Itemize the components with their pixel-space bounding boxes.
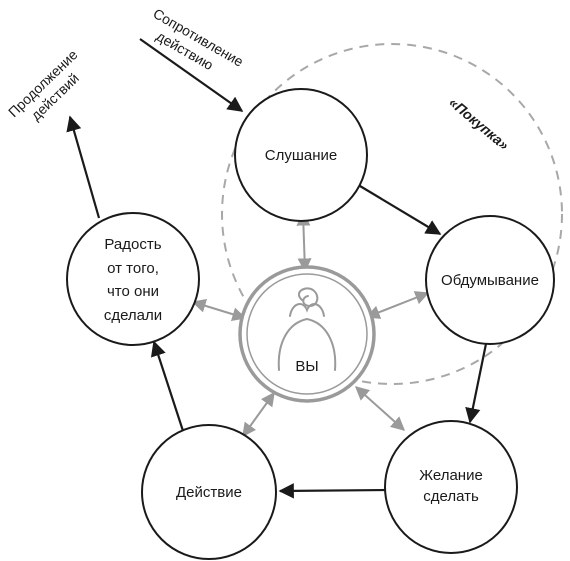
cycle-arrows	[66, 38, 490, 499]
node-center: ВЫ	[238, 265, 376, 403]
node-center-outer-ring	[238, 265, 376, 403]
node-desire: Желание сделать	[384, 420, 518, 554]
purchase-zone-dashed-circle	[221, 43, 563, 385]
arrow-center-considering	[365, 291, 430, 319]
annotation-purchase-label: «Покупка»	[446, 94, 512, 153]
arrow-considering-desire	[465, 333, 490, 424]
arrow-center-action	[242, 391, 275, 438]
person-icon	[277, 287, 337, 371]
node-joy-label-line2: от того,	[107, 260, 159, 277]
node-center-inner-ring	[246, 273, 368, 395]
node-listening-circle	[234, 88, 368, 222]
node-action-circle	[141, 424, 277, 560]
node-listening-label: Слушание	[265, 147, 337, 164]
node-desire-label-line2: сделать	[423, 488, 479, 505]
node-action-label: Действие	[176, 484, 242, 501]
node-joy-label-line3: что они	[107, 283, 159, 300]
node-joy-circle	[66, 212, 200, 346]
annotation-continuation: Продолжение действий	[5, 46, 82, 123]
node-considering-label: Обдумывание	[441, 272, 539, 289]
arrow-resistance-listening	[139, 38, 244, 112]
arrow-center-joy	[191, 299, 247, 321]
arrow-action-joy	[150, 340, 186, 435]
node-listening: Слушание	[234, 88, 368, 222]
node-desire-label-line1: Желание	[419, 467, 483, 484]
node-joy-label-line4: сделали	[104, 307, 162, 324]
arrow-center-desire	[354, 386, 406, 431]
arrow-center-listening	[296, 211, 312, 273]
node-considering-circle	[425, 215, 555, 345]
node-joy-label-line1: Радость	[104, 236, 161, 253]
arrow-desire-action	[278, 483, 387, 499]
node-joy: Радость от того, что они сделали	[66, 212, 200, 346]
arrow-joy-continuation	[66, 115, 101, 219]
node-action: Действие	[141, 424, 277, 560]
annotation-resistance: Сопротивление действию	[151, 5, 247, 73]
node-desire-circle	[384, 420, 518, 554]
arrow-listening-considering	[359, 185, 442, 235]
node-considering: Обдумывание	[425, 215, 555, 345]
node-center-label: ВЫ	[295, 358, 318, 375]
center-connections	[191, 211, 430, 438]
annotation-purchase: «Покупка»	[446, 94, 512, 153]
